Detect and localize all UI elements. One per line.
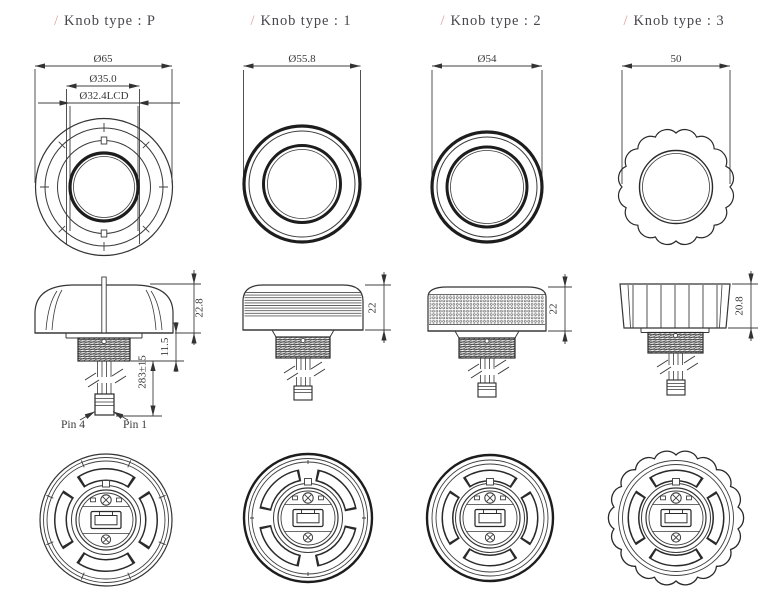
title-slash-1: / (251, 13, 256, 29)
title-slash-3: / (624, 13, 629, 29)
knob-2-side-view: 22 (427, 274, 572, 398)
dim-label: 20.8 (734, 296, 746, 316)
dim-label: 11.5 (159, 337, 171, 356)
dim-label: Ø35.0 (89, 73, 117, 85)
knob-2-top-view: Ø54 (430, 53, 544, 244)
knob-1-side-dimensions: 22 (365, 272, 391, 343)
dim-label: 22.8 (194, 298, 206, 318)
knob-1-side-view: 22 (242, 272, 391, 401)
pin4-label: Pin 4 (61, 419, 85, 431)
dim-label: 22 (548, 304, 560, 315)
title-knob-2: /Knob type : 2 (441, 13, 542, 29)
dim-label: 50 (671, 53, 683, 65)
dim-label: Ø32.4LCD (79, 90, 128, 102)
dim-label: 283±15 (137, 355, 149, 389)
title-knob-p: /Knob type : P (54, 13, 156, 29)
title-knob-3: /Knob type : 3 (624, 13, 725, 29)
dim-label: 22 (367, 303, 379, 314)
knob-p-side-dimensions: 22.8 11.5 283±15 (116, 270, 206, 417)
knob-3-side-dimensions: 20.8 (728, 271, 758, 341)
title-knob-1: /Knob type : 1 (251, 13, 352, 29)
knob-3-side-view: 20.8 (619, 271, 758, 396)
dim-label: Ø65 (94, 53, 113, 65)
knob-3-top-view: 50 (617, 53, 735, 246)
knob-1-bottom-view (242, 452, 374, 584)
title-slash-p: / (54, 13, 59, 29)
pin1-label: Pin 1 (123, 419, 147, 431)
dim-label: Ø55.8 (288, 53, 316, 65)
knob-2-bottom-view (425, 453, 555, 583)
knob-2-side-dimensions: 22 (548, 274, 572, 344)
knob-3-bottom-view (607, 450, 745, 586)
knob-1-top-view: Ø55.8 (242, 53, 362, 244)
title-slash-2: / (441, 13, 446, 29)
knob-p-bottom-view (39, 453, 173, 587)
knob-p-side-view: Pin 4 Pin 1 22.8 11.5 283±15 (34, 270, 206, 431)
knob-p-top-view: Ø65 Ø35.0 Ø32.4LCD (34, 53, 180, 257)
dim-label: Ø54 (478, 53, 497, 65)
